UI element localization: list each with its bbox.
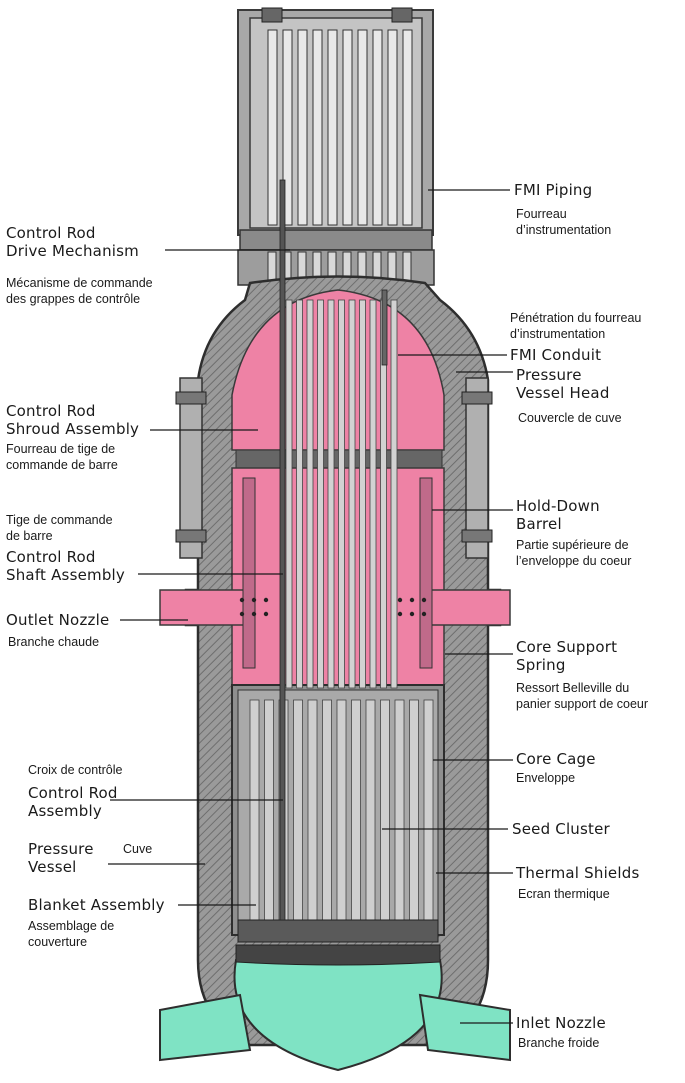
fuel-element	[293, 699, 303, 921]
crdm-drive-rod	[342, 29, 353, 226]
outlet-hole	[239, 611, 245, 617]
fmi-conduit-tube	[381, 289, 388, 366]
fuel-element	[307, 699, 318, 921]
outlet-hole	[239, 597, 245, 603]
fuel-element	[249, 699, 260, 921]
control-rod-shaft	[390, 299, 398, 689]
outlet-hole	[263, 597, 269, 603]
outlet-hole	[251, 597, 257, 603]
fuel-element	[409, 699, 419, 921]
crdm-drive-rod	[402, 29, 413, 226]
control-rod-shaft	[327, 299, 335, 689]
crdm-drive-rod	[312, 29, 323, 226]
core-region	[231, 684, 445, 973]
label-thermal-shields: Thermal Shields	[516, 864, 640, 882]
control-rod-shaft	[348, 299, 356, 689]
label-shaft-assembly: Control Rod Shaft Assembly	[6, 548, 125, 584]
control-rod-shaft	[317, 299, 324, 689]
label-fmi-penetration-fr: Pénétration du fourreau d’instrumentatio…	[510, 311, 642, 341]
outlet-hole	[409, 611, 415, 617]
crdm-drive-rod	[282, 29, 293, 226]
outlet-hole	[263, 611, 269, 617]
crdm-housing	[237, 7, 435, 286]
fuel-element	[264, 699, 274, 921]
label-hold-down-barrel: Hold-Down Barrel	[516, 497, 600, 533]
label-seed-cluster: Seed Cluster	[512, 820, 610, 838]
fuel-element	[336, 699, 347, 921]
label-shroud-assembly-fr: Fourreau de tige de commande de barre	[6, 442, 118, 472]
control-rod-shafts	[279, 179, 398, 921]
control-rod-shaft	[338, 299, 345, 689]
label-fmi-conduit: FMI Conduit	[510, 346, 602, 364]
label-outlet-nozzle: Outlet Nozzle	[6, 611, 110, 629]
crdm-drive-rod	[372, 29, 383, 226]
label-core-cage: Core Cage	[516, 750, 596, 768]
outlet-hole	[397, 597, 403, 603]
fuel-element	[394, 699, 405, 921]
fuel-element	[351, 699, 361, 921]
outlet-hole	[409, 597, 415, 603]
label-blanket-assembly: Blanket Assembly	[28, 896, 165, 914]
outlet-hole	[397, 611, 403, 617]
fuel-element	[423, 699, 434, 921]
label-shroud-assembly: Control Rod Shroud Assembly	[6, 402, 140, 438]
outlet-hole	[421, 597, 427, 603]
crdm-drive-rod	[387, 29, 398, 226]
label-inlet-nozzle: Inlet Nozzle	[516, 1014, 606, 1032]
label-hold-down-barrel-fr: Partie supérieure de l’enveloppe du coeu…	[516, 538, 632, 568]
label-pressure-vessel: Pressure Vessel	[28, 840, 94, 876]
fuel-element	[322, 699, 332, 921]
crdm-drive-rod	[267, 29, 278, 226]
lower-plenum-teal	[159, 944, 511, 1072]
leader-lines	[108, 189, 513, 1024]
fuel-element	[380, 699, 390, 921]
label-core-support-spring-fr: Ressort Belleville du panier support de …	[516, 681, 649, 711]
label-pressure-vessel-head-fr: Couvercle de cuve	[518, 411, 622, 425]
label-control-rod-assembly: Control Rod Assembly	[28, 784, 118, 820]
fuel-element	[365, 699, 376, 921]
label-inlet-nozzle-fr: Branche froide	[518, 1036, 600, 1050]
label-pressure-vessel-head: Pressure Vessel Head	[516, 366, 610, 402]
label-fmi-piping: FMI Piping	[514, 181, 593, 199]
label-control-rod-cross-fr: Croix de contrôle	[28, 763, 123, 777]
label-core-support-spring: Core Support Spring	[516, 638, 618, 674]
label-pressure-vessel-fr: Cuve	[123, 842, 153, 856]
label-shaft-assembly-fr: Tige de commande de barre	[6, 513, 113, 543]
crdm-drive-rod	[297, 29, 308, 226]
label-thermal-shields-fr: Ecran thermique	[518, 887, 610, 901]
label-crdm-fr: Mécanisme de commande des grappes de con…	[6, 276, 153, 306]
control-rod-shaft	[306, 299, 314, 689]
crdm-drive-rod	[357, 29, 368, 226]
control-rod-shaft	[285, 299, 293, 689]
label-outlet-nozzle-fr: Branche chaude	[8, 635, 100, 649]
control-rod-shaft	[296, 299, 303, 689]
control-rod-shaft	[359, 299, 366, 689]
label-blanket-assembly-fr: Assemblage de couverture	[28, 919, 115, 949]
label-crdm: Control Rod Drive Mechanism	[6, 224, 139, 260]
control-rod-shaft	[369, 299, 377, 689]
outlet-hole	[251, 611, 257, 617]
crdm-drive-rod	[327, 29, 338, 226]
main-drive-shaft	[279, 179, 286, 921]
label-core-cage-fr: Enveloppe	[516, 771, 576, 785]
label-fmi-piping-fr: Fourreau d’instrumentation	[516, 207, 612, 237]
outlet-hole	[421, 611, 427, 617]
